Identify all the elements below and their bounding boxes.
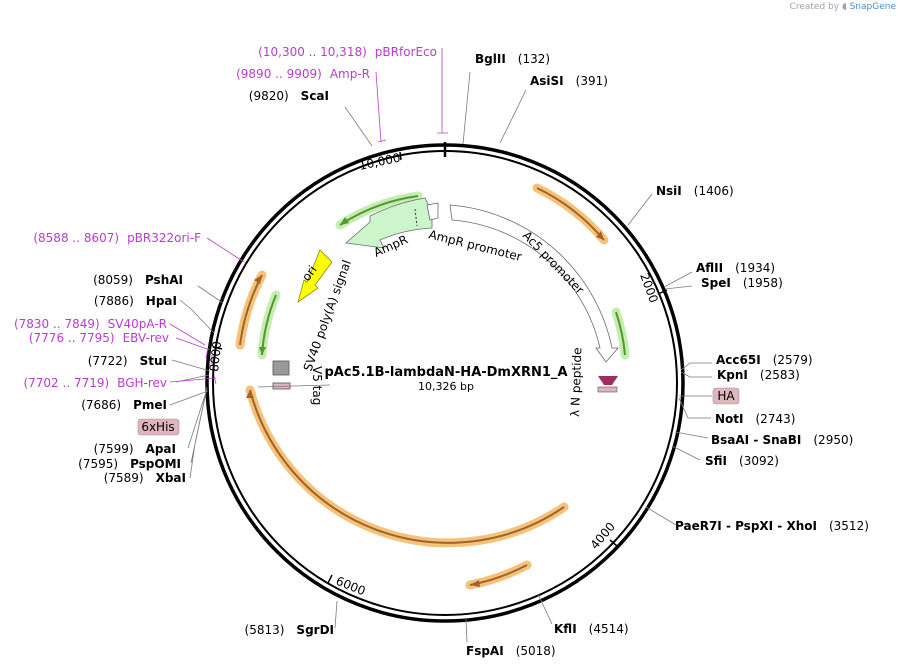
sv40-polya-box (272, 360, 290, 376)
enzyme-hpai: (7886)HpaI (94, 294, 177, 308)
enzyme-fspai: FspAI(5018) (466, 644, 556, 658)
green-arcs (257, 191, 630, 360)
ampr-promoter-arrow (426, 202, 439, 221)
primer-amp-r: (9890 .. 9909)Amp-R (236, 67, 370, 81)
enzyme-kfli: KflI(4514) (554, 622, 629, 636)
tag-6xhis: 6xHis (137, 418, 180, 436)
tag-ha-label: HA (717, 389, 735, 403)
enzyme-labels-left: (5813)SgrDI (7589)XbaI (7595)PspOMI (759… (78, 89, 334, 637)
orf-arcs (235, 183, 609, 590)
plasmid-size: 10,326 bp (418, 380, 474, 393)
enzyme-pmei: (7686)PmeI (81, 398, 167, 412)
ori-arrow (297, 249, 333, 303)
orf-arc-left (235, 270, 267, 350)
enzyme-paer7i-pspxi-xhoi: PaeR7I - PspXI - XhoI(3512) (675, 519, 869, 533)
enzyme-labels: BglII(132) AsiSI(391) NsiI(1406) AflII(1… (466, 52, 869, 658)
tag-6xhis-label: 6xHis (141, 420, 174, 434)
enzyme-pspomi: (7595)PspOMI (78, 457, 181, 471)
features (257, 197, 619, 393)
primer-labels: (10,300 .. 10,318)pBRforEco (9890 .. 990… (14, 45, 437, 390)
primer-sv40pa-r: (7830 .. 7849)SV40pA-R (14, 317, 167, 331)
enzyme-stui: (7722)StuI (88, 354, 167, 368)
ha-marker (597, 386, 618, 393)
enzyme-nsii: NsiI(1406) (656, 184, 734, 198)
snapgene-logo-icon: ◖ (841, 2, 847, 12)
primer-ebv-rev: (7776 .. 7795)EBV-rev (29, 331, 169, 345)
green-arc-left (257, 290, 281, 360)
tag-ha: HA (712, 387, 740, 405)
credit-prefix: Created by (789, 2, 840, 12)
enzyme-pshai: (8059)PshAI (93, 273, 183, 287)
ampr-arrow (345, 197, 433, 249)
orf-arc-bottom (245, 385, 569, 548)
enzyme-apai: (7599)ApaI (94, 442, 176, 456)
enzyme-bsaai-snabi: BsaAI - SnaBI(2950) (711, 433, 853, 447)
enzyme-acc65i: Acc65I(2579) (716, 353, 813, 367)
ac5-promoter-label: Ac5 promoter (520, 228, 587, 297)
primer-bgh-rev: (7702 .. 7719)BGH-rev (23, 376, 167, 390)
enzyme-asisi: AsiSI(391) (530, 74, 608, 88)
tick-label-10000: 10,000 (358, 151, 402, 173)
ac5-promoter-arrow (449, 204, 619, 363)
leader-lines (169, 48, 712, 643)
enzyme-noti: NotI(2743) (715, 412, 795, 426)
enzyme-bglii: BglII(132) (475, 52, 550, 66)
primer-pbrforeco: (10,300 .. 10,318)pBRforEco (258, 45, 437, 59)
enzyme-spei: SpeI(1958) (701, 276, 783, 290)
tick-label-8000: 8000 (207, 340, 224, 372)
snapgene-credit: Created by ◖ SnapGene (790, 2, 896, 12)
plasmid-name: pAc5.1B-lambdaN-HA-DmXRN1_A (324, 365, 567, 380)
tick-label-4000: 4000 (588, 520, 618, 552)
enzyme-aflii: AflII(1934) (696, 261, 775, 275)
enzyme-sgrdi: (5813)SgrDI (245, 623, 334, 637)
enzyme-scai: (9820)ScaI (249, 89, 329, 103)
lambda-n-marker (598, 376, 618, 385)
enzyme-sfii: SfiI(3092) (705, 454, 779, 468)
enzyme-xbai: (7589)XbaI (104, 471, 186, 485)
v5-tag-label: V5 tag (310, 366, 324, 405)
credit-brand: SnapGene (849, 2, 896, 12)
enzyme-kpni: KpnI(2583) (717, 368, 800, 382)
lambda-n-label: λ N peptide (568, 347, 584, 417)
primer-pbr322ori-f: (8588 .. 8607)pBR322ori-F (33, 231, 201, 245)
